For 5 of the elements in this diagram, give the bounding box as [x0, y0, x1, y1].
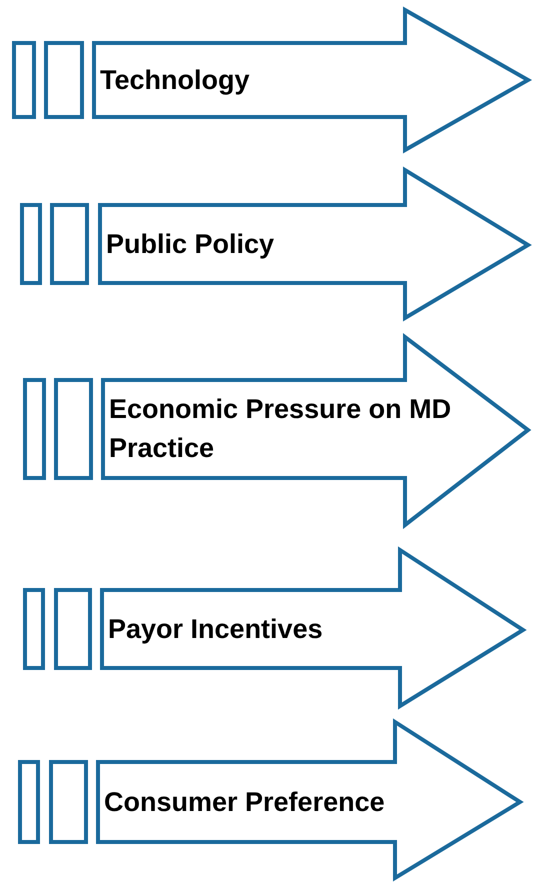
arrow-label: Public Policy — [106, 228, 276, 261]
arrow-label: Payor Incentives — [108, 612, 324, 646]
arrow-label: Technology — [100, 64, 251, 97]
arrow-label: Economic Pressure on MD Practice — [109, 393, 452, 465]
arrow-label: Consumer Preference — [104, 786, 386, 818]
